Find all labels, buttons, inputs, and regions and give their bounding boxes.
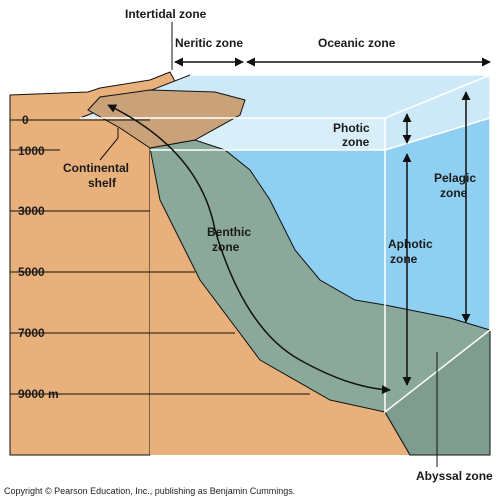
- photic-zone-label-line2: zone: [342, 135, 370, 149]
- depth-label-5000: 5000: [18, 265, 45, 279]
- benthic-zone-label-line2: zone: [212, 240, 240, 254]
- pelagic-zone-label-line2: zone: [440, 186, 468, 200]
- copyright-notice: Copyright © Pearson Education, Inc., pub…: [4, 486, 295, 496]
- photic-zone-label-line1: Photic: [333, 121, 370, 135]
- depth-label-7000: 7000: [18, 326, 45, 340]
- continental-shelf-label-line1: Continental: [63, 161, 129, 175]
- neritic-zone-label: Neritic zone: [175, 36, 243, 50]
- abyssal-zone-label: Abyssal zone: [416, 469, 493, 483]
- depth-label-9000: 9000 m: [18, 387, 59, 401]
- photic-boundary-side: [384, 117, 491, 151]
- pelagic-zone-label-line1: Pelagic: [434, 171, 476, 185]
- benthic-zone-arrow: [107, 104, 391, 395]
- oceanic-zone-label: Oceanic zone: [318, 36, 396, 50]
- intertidal-zone-label: Intertidal zone: [125, 7, 207, 21]
- depth-label-1000: 1000: [18, 144, 45, 158]
- benthic-zone-label-line1: Benthic: [207, 225, 251, 239]
- aphotic-zone-label-line1: Aphotic: [388, 237, 433, 251]
- depth-label-0: 0: [22, 113, 29, 127]
- continental-shelf-label-line2: shelf: [88, 176, 117, 190]
- aphotic-zone-label-line2: zone: [390, 252, 418, 266]
- depth-label-3000: 3000: [18, 204, 45, 218]
